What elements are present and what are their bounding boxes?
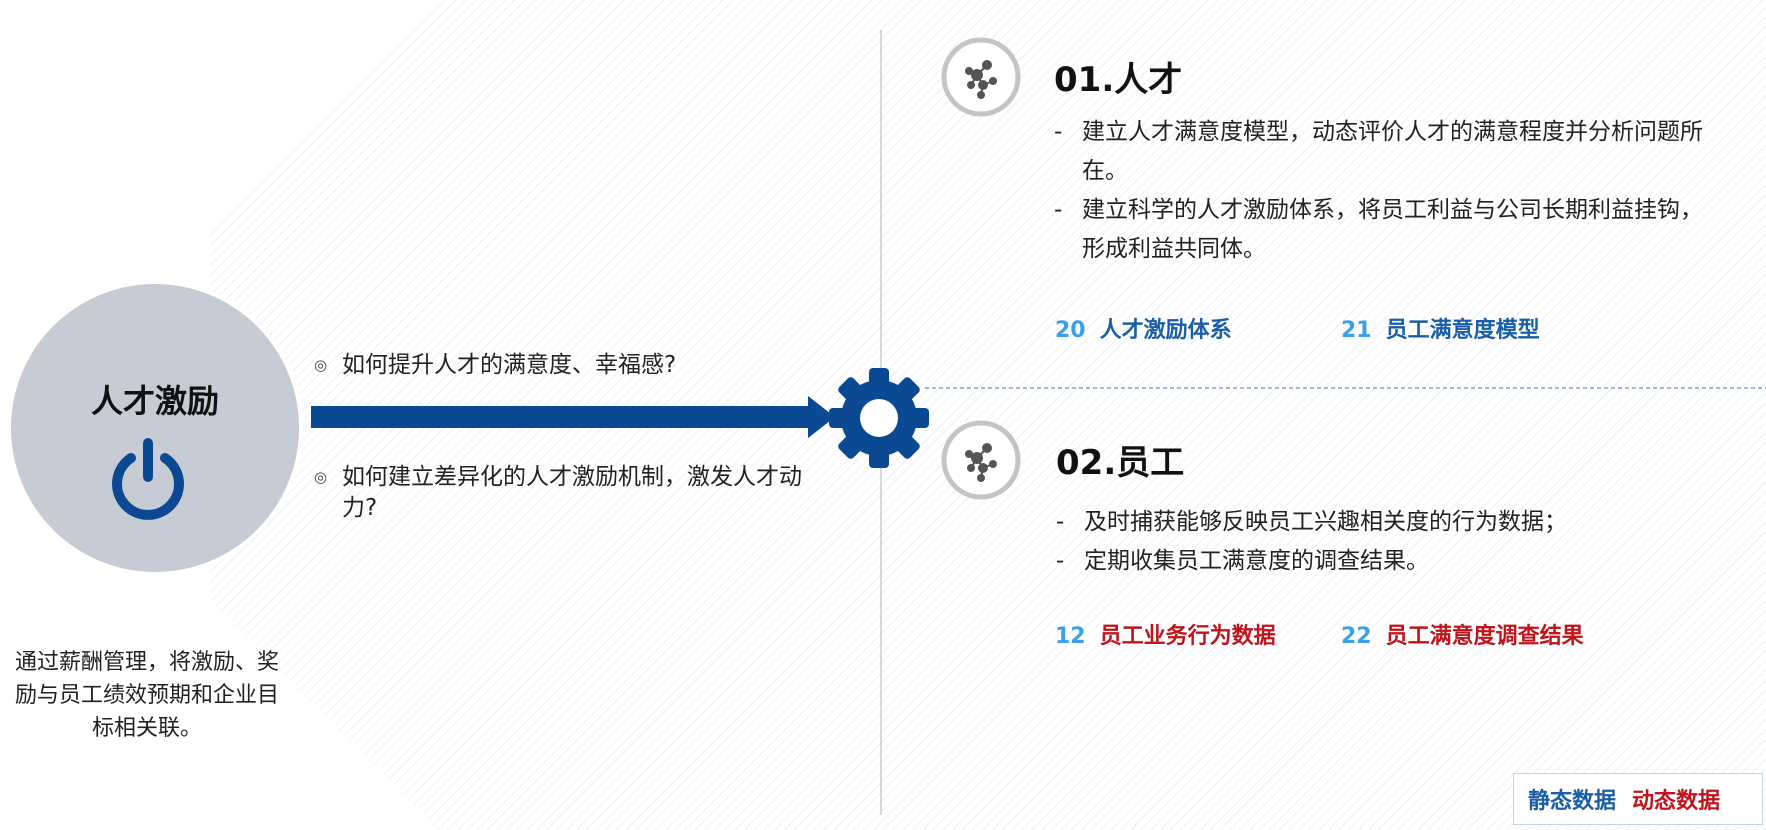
question-2: ◎ 如何建立差异化的人才激励机制，激发人才动力?	[314, 462, 826, 524]
bullet-dash: -	[1056, 509, 1065, 535]
arrow	[311, 396, 835, 438]
power-icon	[112, 438, 184, 520]
bullet-text: 及时捕获能够反映员工兴趣相关度的行为数据；	[1084, 509, 1567, 535]
question-text: 如何提升人才的满意度、幸福感?	[342, 352, 677, 378]
section-bullets: - 建立人才满意度模型，动态评价人才的满意程度并分析问题所在。 - 建立科学的人…	[1054, 113, 1704, 269]
tag-number: 20	[1055, 318, 1086, 343]
bullet-dash: -	[1054, 119, 1063, 145]
question-bullet-icon: ◎	[314, 468, 328, 486]
question-bullet-icon: ◎	[314, 356, 328, 374]
tag-label: 员工业务行为数据	[1099, 624, 1276, 649]
tag-dynamic: 12 员工业务行为数据	[1055, 618, 1276, 650]
bullet-text: 建立科学的人才激励体系，将员工利益与公司长期利益挂钩，形成利益共同体。	[1082, 197, 1703, 262]
left-caption: 通过薪酬管理，将激励、奖励与员工绩效预期和企业目标相关联。	[14, 650, 279, 741]
tag-static: 21 员工满意度模型	[1341, 312, 1540, 344]
tag-label: 员工满意度模型	[1385, 318, 1540, 343]
tag-number: 22	[1341, 624, 1372, 649]
left-title: 人才激励	[90, 382, 219, 420]
bullet-item: - 建立科学的人才激励体系，将员工利益与公司长期利益挂钩，形成利益共同体。	[1054, 191, 1704, 269]
legend: 静态数据 动态数据	[1513, 773, 1763, 825]
molecule-icon	[941, 420, 1021, 500]
left-circle	[7, 280, 303, 576]
legend-dynamic: 动态数据	[1632, 789, 1721, 814]
tag-static: 20 人才激励体系	[1055, 312, 1232, 344]
section-bullets: - 及时捕获能够反映员工兴趣相关度的行为数据； - 定期收集员工满意度的调查结果…	[1056, 503, 1706, 581]
hatched-background	[210, 0, 1766, 830]
legend-static: 静态数据	[1528, 789, 1617, 814]
bullet-item: - 及时捕获能够反映员工兴趣相关度的行为数据；	[1056, 503, 1706, 542]
tag-number: 21	[1341, 318, 1372, 343]
bullet-dash: -	[1054, 197, 1063, 223]
tag-label: 人才激励体系	[1099, 318, 1232, 343]
question-text: 如何建立差异化的人才激励机制，激发人才动力?	[342, 464, 802, 521]
tag-number: 12	[1055, 624, 1086, 649]
question-1: ◎ 如何提升人才的满意度、幸福感?	[314, 350, 822, 381]
molecule-icon	[941, 37, 1021, 117]
tag-label: 员工满意度调查结果	[1385, 624, 1584, 649]
bullet-item: - 建立人才满意度模型，动态评价人才的满意程度并分析问题所在。	[1054, 113, 1704, 191]
bullet-text: 建立人才满意度模型，动态评价人才的满意程度并分析问题所在。	[1082, 119, 1703, 184]
gear-icon	[829, 368, 929, 468]
tag-dynamic: 22 员工满意度调查结果	[1341, 618, 1584, 650]
bullet-item: - 定期收集员工满意度的调查结果。	[1056, 542, 1706, 581]
section-title: 01.人才	[1054, 60, 1183, 100]
bullet-text: 定期收集员工满意度的调查结果。	[1084, 548, 1429, 574]
bullet-dash: -	[1056, 548, 1065, 574]
section-title: 02.员工	[1056, 443, 1185, 483]
